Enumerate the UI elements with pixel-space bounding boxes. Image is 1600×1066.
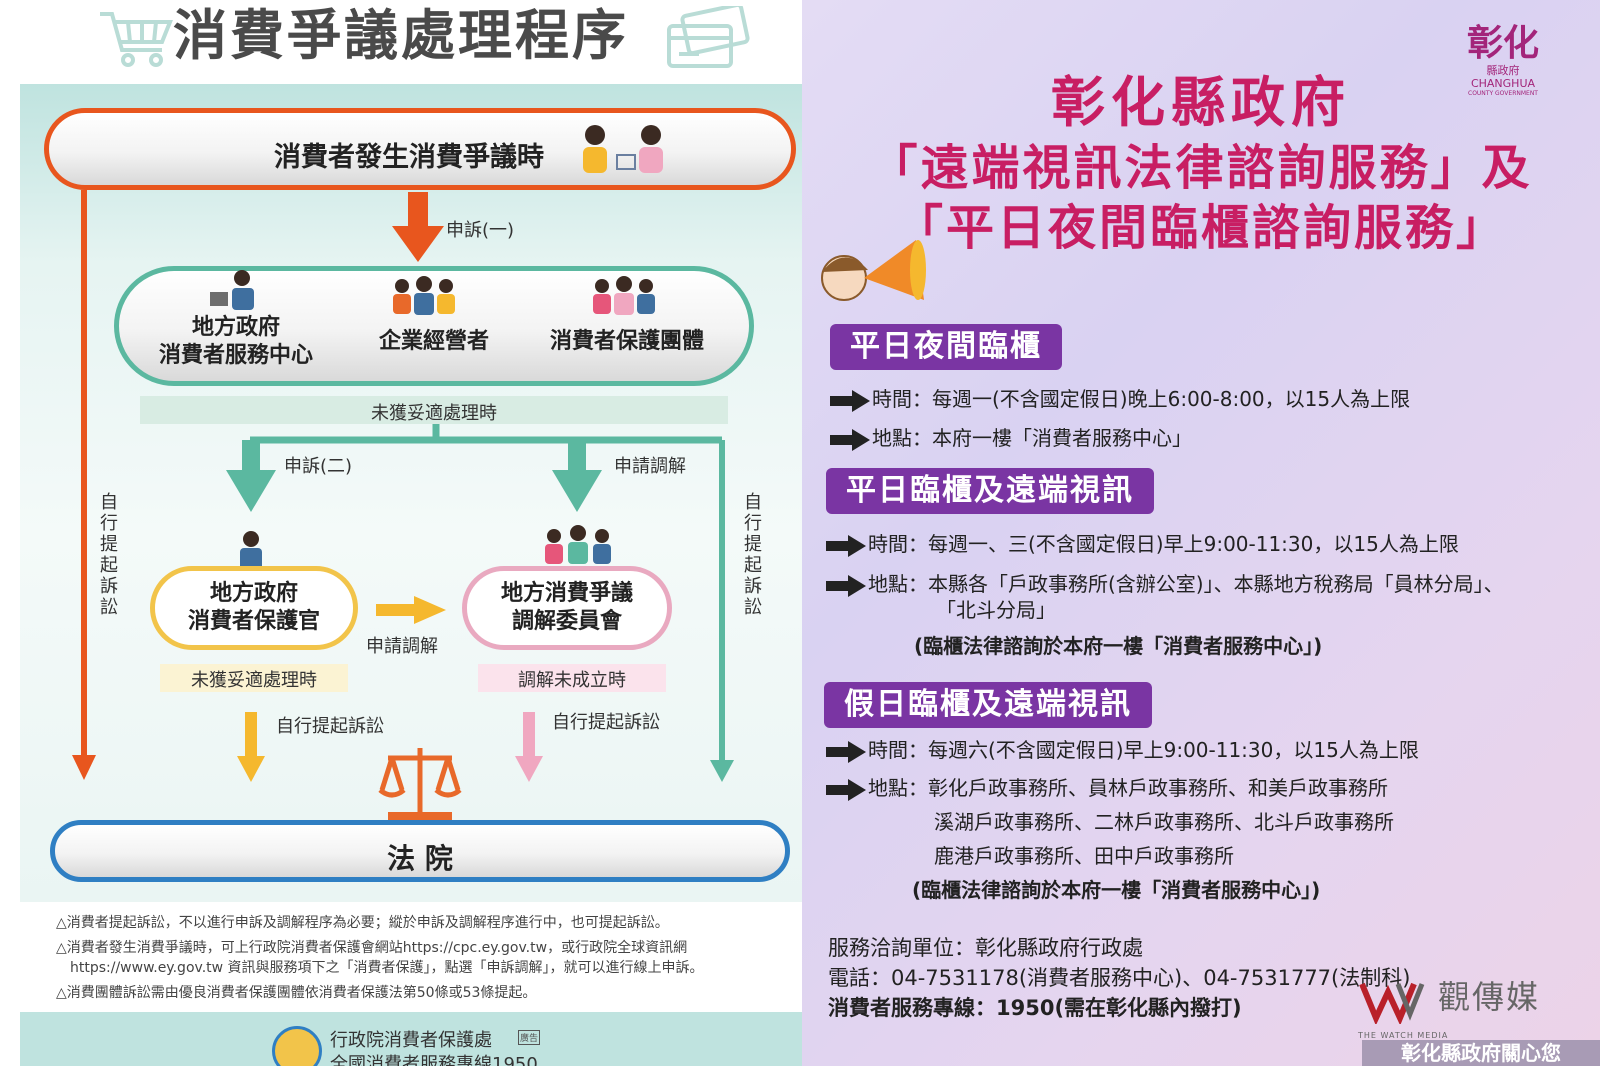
not-resolved-label-1: 未獲妥適處理時 — [371, 403, 497, 424]
weekday-video-time: 時間：每週一、三(不含國定假日)早上9:00-11:30，以15人為上限 — [826, 528, 1459, 557]
officer-line2: 消費者保護官 — [187, 609, 320, 634]
apply-mediation-label-2: 申請調解 — [366, 636, 438, 657]
logo-en: CHANGHUA — [1470, 77, 1536, 90]
megaphone-girl-icon — [821, 240, 926, 301]
weekday-video-note: (臨櫃法律諮詢於本府一樓「消費者服務中心」) — [914, 634, 1323, 658]
holiday-video-place-2: 溪湖戶政事務所、二林戶政事務所、北斗戶政事務所 — [934, 810, 1394, 834]
changhua-logo: 彰化 縣政府 CHANGHUA COUNTY GOVERNMENT — [1448, 22, 1558, 114]
not-resolved-label-2: 未獲妥適處理時 — [191, 670, 317, 691]
officer-icon — [240, 531, 262, 570]
committee-line1: 地方消費爭議 — [500, 581, 633, 606]
footer-band: 行政院消費者保護處 廣告 全國消費者服務專線1950 — [20, 1012, 802, 1066]
consumers-icon — [583, 125, 663, 173]
apply-mediation-label-1: 申請調解 — [614, 456, 686, 477]
gov-service-center-line1: 地方政府 — [191, 315, 280, 340]
business-people-icon — [393, 276, 455, 315]
arrow-right-icon — [826, 574, 866, 597]
consumer-protection-seal-icon — [272, 1026, 322, 1066]
court-label: 法 院 — [387, 842, 453, 875]
consumer-groups-icon — [593, 276, 655, 315]
ad-badge: 廣告 — [518, 1030, 541, 1045]
dispute-process-panel: 消費爭議處理程序 — [20, 4, 802, 1066]
watch-media-logo-icon — [1359, 982, 1425, 1024]
business-operator-label: 企業經營者 — [378, 329, 489, 354]
logo-small: 縣政府 — [1486, 64, 1520, 77]
footer-hotline: 全國消費者服務專線1950 — [330, 1054, 538, 1066]
holiday-video-time: 時間：每週六(不含國定假日)早上9:00-11:30，以15人為上限 — [826, 734, 1419, 763]
footnote-1: △消費者提起訴訟，不以進行申訴及調解程序為必要；縱於申訴及調解程序進行中，也可提… — [56, 915, 669, 931]
watermark-caption: 彰化縣政府關心您 — [1362, 1040, 1600, 1066]
logo-en2: COUNTY GOVERNMENT — [1468, 90, 1538, 97]
shopping-cart-icon — [100, 12, 173, 67]
service-center-icon — [210, 270, 254, 310]
poster-title-1: 彰化縣政府 — [1051, 71, 1351, 134]
consumer-protection-groups-label: 消費者保護團體 — [549, 329, 704, 354]
legal-consultation-poster: 彰化 縣政府 CHANGHUA COUNTY GOVERNMENT 彰化縣政府 … — [802, 0, 1600, 1066]
weekday-video-place: 地點：本縣各「戶政事務所(含辦公室)」、本縣地方稅務局「員林分局」、 — [826, 568, 1504, 597]
footnote-2a: △消費者發生消費爭議時，可上行政院消費者保護會網站https://cpc.ey.… — [56, 940, 688, 956]
self-lawsuit-right-vertical: 自行提起訴訟 — [744, 492, 762, 618]
complaint-2-label: 申訴(二) — [284, 456, 353, 477]
logo-big: 彰化 — [1466, 22, 1539, 64]
arrow-right-icon — [830, 428, 870, 451]
contact-hotline: 消費者服務專線：1950(需在彰化縣內撥打) — [828, 996, 1242, 1020]
watermark-sub: THE WATCH MEDIA — [1358, 1031, 1449, 1040]
watermark-logo: 觀傳媒 — [1438, 978, 1541, 1016]
contact-unit: 服務洽詢單位：彰化縣政府行政處 — [828, 936, 1143, 960]
section-title-weekday-video: 平日臨櫃及遠端視訊 — [826, 468, 1154, 514]
arrow-right-icon — [826, 534, 866, 557]
committee-icon — [545, 525, 611, 564]
section-title-weekday-night: 平日夜間臨櫃 — [830, 324, 1062, 370]
mediation-failed-label: 調解未成立時 — [518, 670, 626, 691]
contact-phone: 電話：04-7531178(消費者服務中心)、04-7531777(法制科) — [828, 966, 1411, 990]
consumer-dispute-start-box: 消費者發生消費爭議時 — [44, 108, 796, 190]
self-lawsuit-left-vertical: 自行提起訴訟 — [100, 492, 118, 618]
mediation-committee-box — [462, 566, 672, 650]
footnote-2b: https://www.ey.gov.tw 資訊與服務項下之「消費者保護」，點選… — [70, 960, 704, 976]
holiday-video-place: 地點：彰化戶政事務所、員林戶政事務所、和美戶政事務所 — [826, 772, 1388, 801]
footnotes: △消費者提起訴訟，不以進行申訴及調解程序為必要；縱於申訴及調解程序進行中，也可提… — [56, 913, 796, 1008]
weekday-night-time: 時間：每週一(不含國定假日)晚上6:00-8:00，以15人為上限 — [830, 383, 1410, 412]
self-lawsuit-label-1: 自行提起訴訟 — [276, 716, 384, 737]
arrow-right-icon — [826, 778, 866, 801]
gov-service-center-line2: 消費者服務中心 — [158, 343, 313, 368]
arrow-right-icon — [826, 740, 866, 763]
weekday-video-place-2: 「北斗分局」 — [936, 598, 1056, 622]
section-title-holiday-video: 假日臨櫃及遠端視訊 — [824, 682, 1152, 728]
poster-title-3: 「平日夜間臨櫃諮詢服務」 — [894, 200, 1507, 256]
consumer-protection-officer-box — [150, 566, 358, 650]
officer-line1: 地方政府 — [209, 581, 298, 606]
poster-title-2: 「遠端視訊法律諮詢服務」及 — [869, 140, 1533, 196]
holiday-video-place-3: 鹿港戶政事務所、田中戶政事務所 — [934, 844, 1234, 868]
holiday-video-note: (臨櫃法律諮詢於本府一樓「消費者服務中心」) — [912, 878, 1321, 902]
arrow-right-icon — [830, 389, 870, 412]
self-lawsuit-label-2: 自行提起訴訟 — [552, 712, 660, 733]
footer-org: 行政院消費者保護處 — [330, 1030, 492, 1051]
weekday-night-place: 地點：本府一樓「消費者服務中心」 — [830, 422, 1192, 451]
start-box-label: 消費者發生消費爭議時 — [274, 142, 544, 173]
footnote-3: △消費團體訴訟需由優良消費者保護團體依消費者保護法第50條或53條提起。 — [56, 985, 537, 1001]
scales-of-justice-icon — [378, 748, 462, 812]
credit-card-icon — [667, 6, 750, 68]
complaint-1-label: 申訴(一) — [446, 220, 515, 241]
flowchart-title: 消費爭議處理程序 — [173, 4, 629, 67]
court-box: 法 院 — [50, 820, 790, 882]
committee-line2: 調解委員會 — [511, 609, 622, 634]
